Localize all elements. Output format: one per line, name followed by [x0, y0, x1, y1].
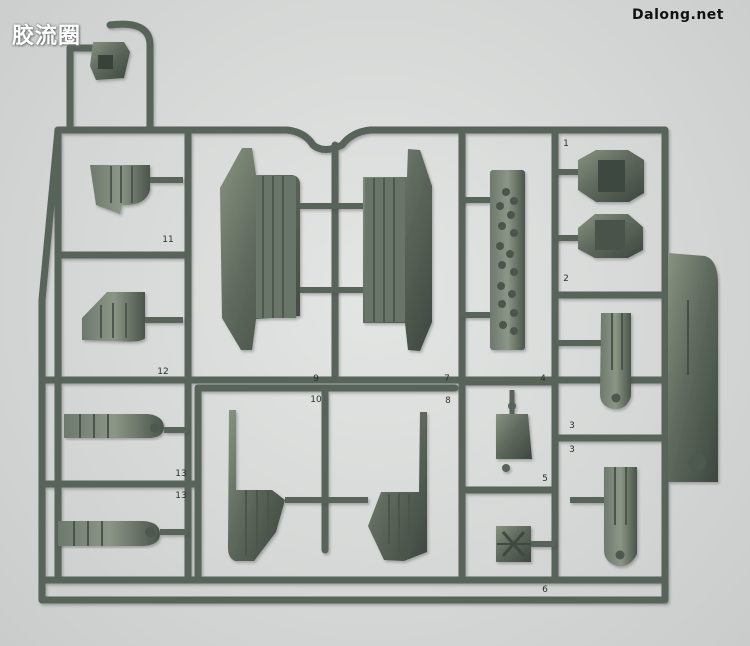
center-right-lower-part — [325, 412, 427, 561]
part-number-label: 12 — [157, 367, 168, 377]
small-square-part — [496, 390, 532, 472]
part-number-label: 1 — [563, 139, 569, 149]
center-left-lower-part — [228, 410, 325, 561]
watermark-chinese: 胶流圈 — [12, 24, 82, 49]
watermark-site: Dalong.net — [632, 7, 724, 23]
part-number-label: 11 — [162, 235, 173, 245]
part-number-label: 10 — [310, 395, 322, 405]
sprue-frame — [38, 20, 669, 604]
left-lower-part-a — [64, 414, 188, 438]
left-lower-part-b — [58, 521, 188, 546]
part-number-label: 6 — [542, 585, 548, 595]
part-number-label: 13 — [175, 491, 186, 501]
part-number-label: 5 — [542, 474, 548, 484]
right-second-box-part — [555, 214, 643, 258]
sprue-side-tab — [668, 253, 718, 482]
right-upper-box-part — [555, 150, 644, 202]
left-upper-part — [90, 165, 183, 214]
dotted-plate-part — [462, 170, 525, 350]
part-number-label: 3 — [569, 445, 575, 455]
left-middle-part — [82, 292, 183, 342]
top-box-part — [90, 42, 130, 80]
right-middle-long-part — [555, 313, 631, 410]
part-number-labels: 1 2 3 3 4 5 6 7 8 9 10 11 12 13 13 — [157, 139, 575, 595]
part-number-label: 3 — [569, 421, 575, 431]
right-lower-long-part — [570, 467, 637, 567]
part-number-label: 7 — [444, 374, 450, 384]
part-number-label: 8 — [445, 396, 451, 406]
center-left-large-panel — [220, 148, 335, 350]
part-number-label: 13 — [175, 469, 186, 479]
small-grid-box-part — [496, 526, 555, 562]
part-number-label: 4 — [540, 374, 546, 384]
center-right-large-panel — [335, 149, 432, 351]
part-number-label: 9 — [313, 374, 319, 384]
part-number-label: 2 — [563, 274, 569, 284]
